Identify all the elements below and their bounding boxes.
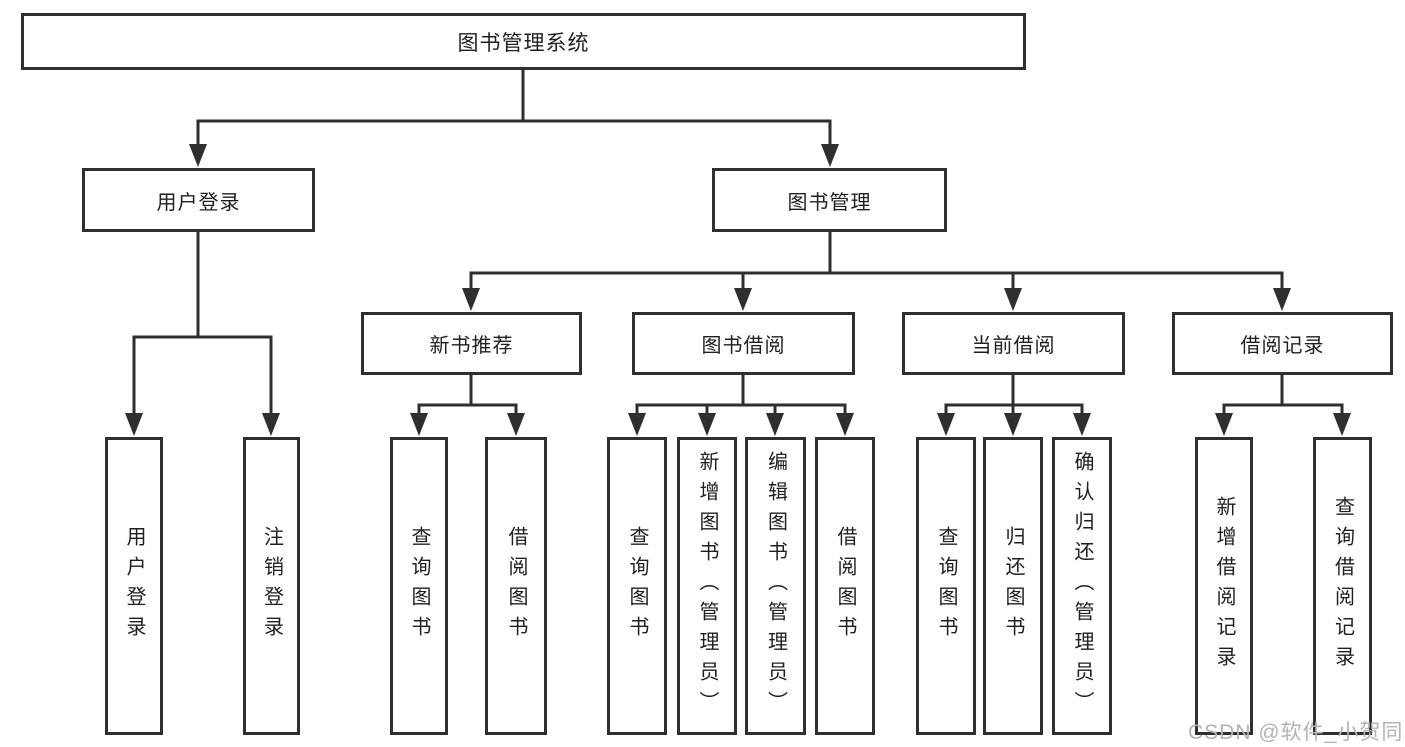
leaf-confirm-return-admin: 确认归还（管理员）	[1052, 437, 1112, 735]
node-borrow-records: 借阅记录	[1172, 312, 1393, 375]
leaf-query-books-recommend-label: 查询图书	[408, 526, 430, 646]
leaf-borrow-books-recommend: 借阅图书	[485, 437, 547, 735]
leaf-edit-book-admin-label: 编辑图书（管理员）	[764, 451, 787, 721]
leaf-logout: 注销登录	[243, 437, 300, 735]
leaf-query-borrow-record: 查询借阅记录	[1313, 437, 1372, 735]
leaf-add-book-admin-label: 新增图书（管理员）	[696, 451, 718, 721]
leaf-user-login-label: 用户登录	[123, 526, 145, 646]
leaf-logout-label: 注销登录	[260, 526, 283, 646]
leaf-query-books-current: 查询图书	[916, 437, 976, 735]
node-current-borrow: 当前借阅	[902, 312, 1125, 375]
node-book-management: 图书管理	[712, 168, 947, 232]
leaf-query-books-recommend: 查询图书	[390, 437, 448, 735]
leaf-query-books-current-label: 查询图书	[935, 526, 957, 646]
leaf-confirm-return-admin-label: 确认归还（管理员）	[1071, 451, 1093, 721]
node-book-borrow: 图书借阅	[632, 312, 855, 375]
leaf-query-books-borrow: 查询图书	[607, 437, 667, 735]
node-user-login: 用户登录	[82, 168, 315, 232]
leaf-query-books-borrow-label: 查询图书	[626, 526, 648, 646]
node-library-system-root: 图书管理系统	[21, 13, 1026, 70]
leaf-user-login: 用户登录	[105, 437, 163, 735]
csdn-watermark: CSDN @软件_小贺同学	[1188, 721, 1405, 744]
leaf-borrow-books-recommend-label: 借阅图书	[505, 526, 527, 646]
leaf-borrow-books-label: 借阅图书	[834, 526, 856, 646]
node-new-book-recommend: 新书推荐	[361, 312, 582, 375]
leaf-borrow-books: 借阅图书	[815, 437, 875, 735]
leaf-return-book: 归还图书	[983, 437, 1043, 735]
leaf-edit-book-admin: 编辑图书（管理员）	[745, 437, 806, 735]
leaf-return-book-label: 归还图书	[1002, 526, 1024, 646]
leaf-add-borrow-record: 新增借阅记录	[1195, 437, 1253, 735]
leaf-add-book-admin: 新增图书（管理员）	[677, 437, 737, 735]
leaf-add-borrow-record-label: 新增借阅记录	[1213, 496, 1235, 676]
leaf-query-borrow-record-label: 查询借阅记录	[1331, 496, 1354, 676]
